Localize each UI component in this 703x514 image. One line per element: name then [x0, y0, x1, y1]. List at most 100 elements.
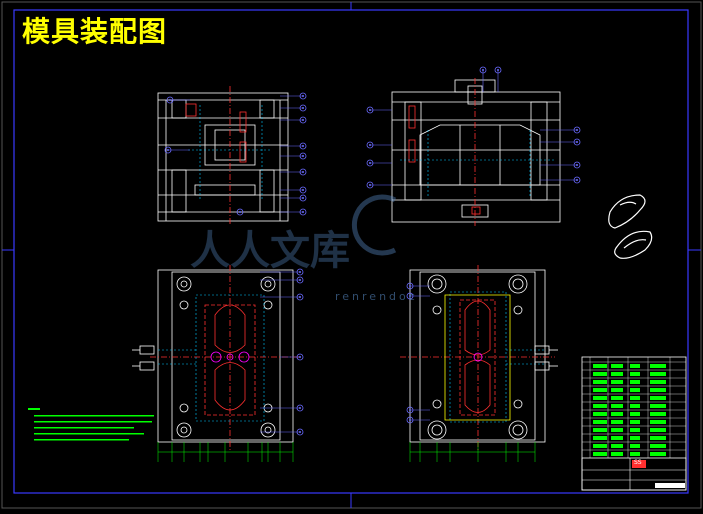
plan-view-right — [409, 269, 546, 443]
balloon-dot — [576, 141, 578, 143]
part-balloon — [164, 146, 172, 154]
bom-cell — [611, 404, 623, 408]
bom-cell — [650, 420, 666, 424]
balloon-dot — [302, 189, 304, 191]
technical-notes — [28, 408, 154, 441]
balloon-dot — [409, 295, 411, 297]
bom-cell — [650, 444, 666, 448]
bom-cell — [650, 412, 666, 416]
balloon-dot — [299, 356, 301, 358]
section-right-hidden — [400, 130, 555, 198]
balloon-dot — [576, 129, 578, 131]
balloon-dot — [369, 109, 371, 111]
bom-cell — [650, 388, 666, 392]
part-balloon — [296, 404, 304, 412]
bom-cell — [593, 436, 607, 440]
bom-cell — [650, 380, 666, 384]
balloon-dot — [302, 155, 304, 157]
bom-cell — [593, 388, 607, 392]
bom-cell — [650, 436, 666, 440]
part-balloon — [573, 138, 581, 146]
plan-right-inserts — [444, 294, 511, 421]
balloon-dot — [576, 179, 578, 181]
part-balloon — [366, 106, 374, 114]
section-left-hidden — [188, 105, 270, 200]
part-balloon — [166, 96, 174, 104]
part-balloon — [406, 292, 414, 300]
bom-cell — [611, 436, 623, 440]
bom-cell — [630, 452, 640, 456]
bom-cell — [611, 452, 623, 456]
part-balloon — [296, 353, 304, 361]
balloon-dot — [369, 144, 371, 146]
balloon-dot — [369, 184, 371, 186]
bom-cell — [593, 412, 607, 416]
bom-cell — [611, 364, 623, 368]
balloon-dot — [302, 145, 304, 147]
balloon-dot — [576, 164, 578, 166]
plan-left-cavity — [150, 265, 300, 450]
bom-cell — [593, 396, 607, 400]
watermark-logo — [351, 194, 397, 256]
part-balloon — [299, 92, 307, 100]
balloon-dot — [409, 285, 411, 287]
bom-cell — [593, 404, 607, 408]
part-balloons — [164, 66, 581, 436]
part-balloon — [406, 406, 414, 414]
part-balloon — [299, 168, 307, 176]
bom-cell — [630, 364, 640, 368]
part-balloon — [299, 208, 307, 216]
bom-cell — [593, 452, 607, 456]
bom-cell — [630, 412, 640, 416]
part-balloon — [296, 268, 304, 276]
part-balloon — [236, 208, 244, 216]
section-view-left — [157, 92, 289, 222]
bom-cell — [630, 444, 640, 448]
balloon-dot — [302, 119, 304, 121]
bom-cell — [611, 444, 623, 448]
balloon-dot — [369, 162, 371, 164]
part-balloon — [366, 141, 374, 149]
balloon-dot — [239, 211, 241, 213]
watermark-subtext: renrendoc — [335, 290, 418, 303]
part-balloon — [299, 186, 307, 194]
part-balloon — [296, 428, 304, 436]
balloon-dot — [167, 149, 169, 151]
part-balloon — [366, 181, 374, 189]
bom-cell — [593, 380, 607, 384]
bom-cell — [593, 364, 607, 368]
part-balloon — [299, 142, 307, 150]
balloon-dot — [497, 69, 499, 71]
cooling-fittings — [132, 345, 558, 371]
part-balloon — [296, 276, 304, 284]
part-balloon — [299, 152, 307, 160]
balloon-dot — [409, 419, 411, 421]
section-right-centerlines — [408, 78, 481, 226]
title-block-stamp: SS — [634, 459, 642, 466]
balloon-dot — [482, 69, 484, 71]
bom-cell — [650, 452, 666, 456]
bom-cell — [630, 388, 640, 392]
bom-cell — [630, 396, 640, 400]
part-balloon — [366, 159, 374, 167]
watermark-text: 人人文库 — [190, 228, 350, 274]
part-balloon — [296, 293, 304, 301]
part-balloon — [299, 116, 307, 124]
balloon-dot — [302, 171, 304, 173]
bom-cell — [593, 428, 607, 432]
bom-cell — [630, 404, 640, 408]
bill-of-materials — [582, 357, 686, 458]
part-balloon — [573, 161, 581, 169]
bom-cell — [650, 428, 666, 432]
part-balloon — [573, 176, 581, 184]
bom-cell — [630, 372, 640, 376]
plan-left-hidden — [158, 294, 265, 422]
bom-cell — [650, 404, 666, 408]
balloon-dot — [302, 197, 304, 199]
part-balloon — [406, 282, 414, 290]
bom-cell — [630, 380, 640, 384]
bom-cell — [611, 420, 623, 424]
balloon-dot — [299, 296, 301, 298]
